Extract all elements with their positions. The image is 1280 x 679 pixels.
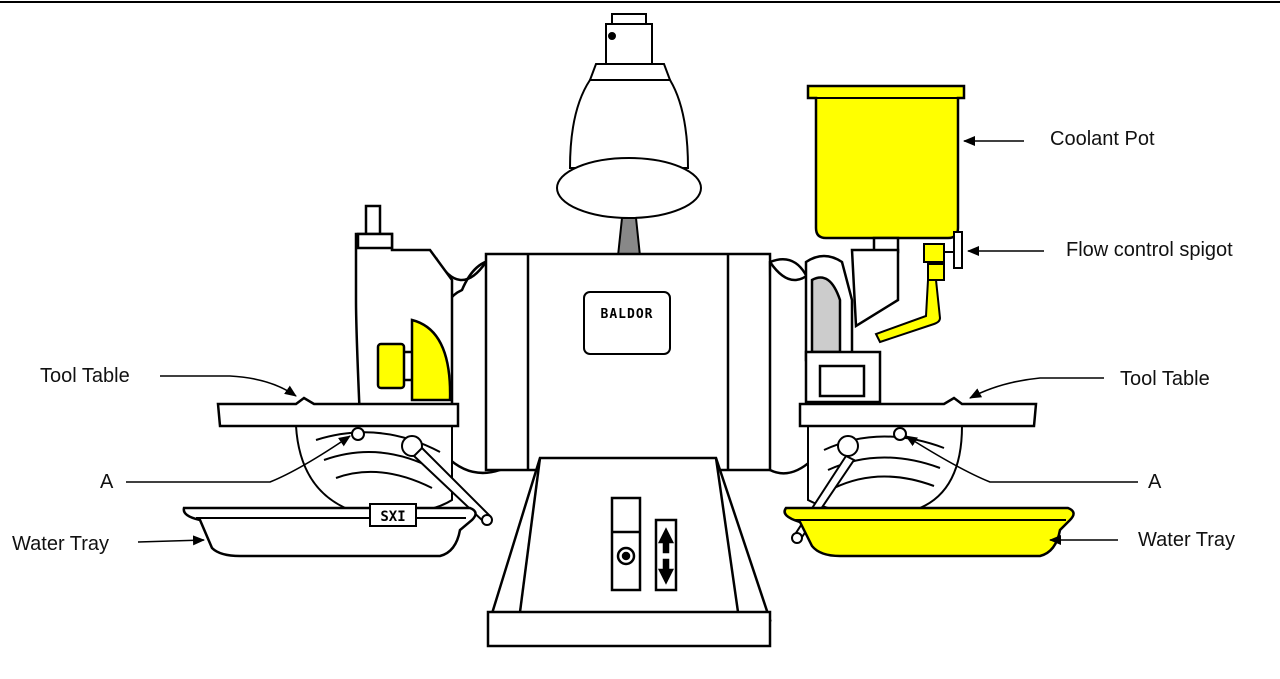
left-eye-shield: [410, 318, 452, 402]
flow-control-spigot: [874, 231, 963, 344]
left-water-tray: [182, 506, 477, 558]
work-lamp: [556, 13, 702, 257]
motor-housing: [434, 252, 824, 475]
left-shield-knob: [376, 342, 406, 390]
arrow-water-tray-left: [137, 535, 205, 546]
label-water-tray-right: Water Tray: [1138, 529, 1236, 551]
right-wheel-dial: [807, 425, 964, 515]
brand-plate-text: BALDOR: [601, 307, 654, 322]
arrow-a-right: [905, 435, 1138, 483]
arrow-tool-table-right: [969, 377, 1104, 399]
coolant-pot: [806, 84, 966, 254]
right-wheel-guard: [804, 248, 900, 404]
leader-arrows: [126, 136, 1138, 546]
left-wheel-guard: [354, 204, 454, 422]
label-a-left: A: [100, 471, 114, 493]
label-a-right: A: [1148, 471, 1162, 493]
left-adjust-handle: [401, 435, 493, 526]
switch-plate: [610, 496, 642, 592]
pedestal: [486, 456, 772, 648]
label-tool-table-left: Tool Table: [40, 365, 130, 387]
brand-plate: BALDOR: [583, 291, 671, 355]
arrow-tool-table-left: [160, 375, 297, 397]
label-flow-control-spigot: Flow control spigot: [1066, 239, 1233, 261]
left-tray-clamp: SXI: [369, 503, 417, 527]
right-tool-table: [798, 396, 1038, 428]
arrow-a-left: [126, 435, 351, 483]
label-tool-table-right: Tool Table: [1120, 368, 1210, 390]
svg-text:SXI: SXI: [380, 509, 405, 525]
left-tool-table: [216, 396, 460, 428]
right-water-tray: [783, 506, 1075, 558]
label-coolant-pot: Coolant Pot: [1050, 128, 1155, 150]
label-water-tray-left: Water Tray: [12, 533, 110, 555]
